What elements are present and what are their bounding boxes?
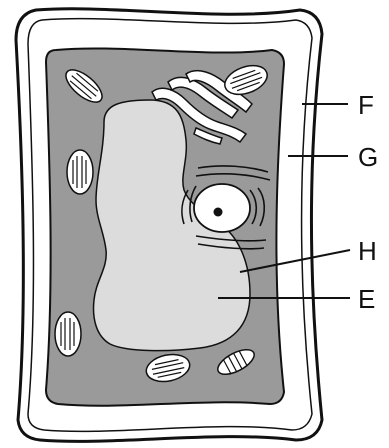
chloroplast: [67, 150, 93, 194]
nucleus: [194, 184, 250, 232]
label-G: G: [358, 142, 378, 172]
label-F: F: [358, 90, 374, 120]
nucleolus: [214, 208, 223, 217]
label-E: E: [358, 284, 375, 314]
label-H: H: [358, 236, 377, 266]
chloroplast: [55, 312, 81, 356]
